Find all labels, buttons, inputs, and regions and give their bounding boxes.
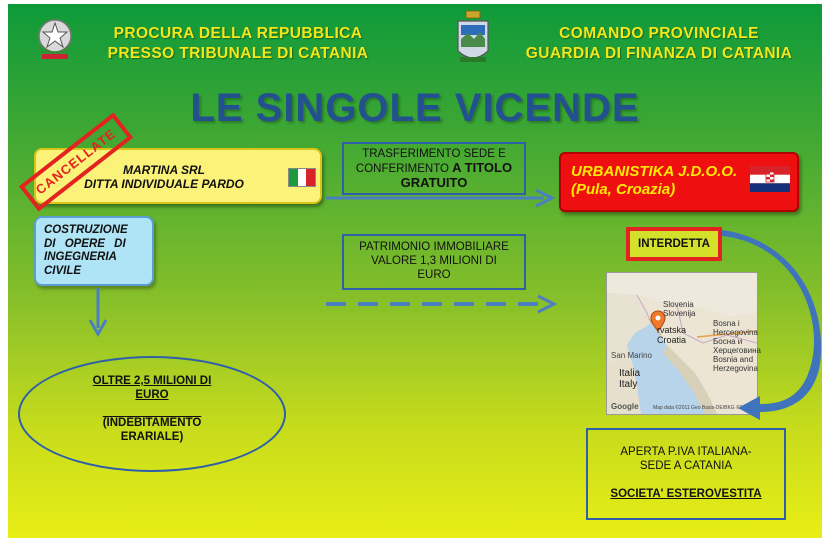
final-line1: APERTA P.IVA ITALIANA- <box>620 446 752 458</box>
map-copyright: Map data ©2011 Geo Basis-DE/BKG ©2009 <box>653 405 751 411</box>
patrimony-line3: EURO <box>417 269 451 281</box>
patrimony-note: PATRIMONIO IMMOBILIARE VALORE 1,3 MILION… <box>342 234 526 290</box>
map-hrvatska: rvatska <box>657 325 687 335</box>
location-pin-icon <box>650 310 666 332</box>
croatian-company-name: URBANISTIKA J.D.O.O. <box>571 163 738 180</box>
map-label-bosnia: Bosna i Hercegovina Босна и Херцеговина … <box>713 319 761 373</box>
map-hercegovina2: Херцеговина <box>713 346 761 355</box>
transfer-line3: GRATUITO <box>400 175 468 190</box>
activity-line3: INGEGNERIA <box>44 251 117 263</box>
transfer-arrowhead <box>535 188 556 208</box>
croatian-company-box: URBANISTIKA J.D.O.O. (Pula, Croazia) <box>559 152 799 212</box>
map-label-croatia: rvatska Croatia <box>657 325 686 345</box>
transfer-note: TRASFERIMENTO SEDE E CONFERIMENTO A TITO… <box>342 142 526 195</box>
map-bosna2: Босна и <box>713 337 743 346</box>
interdetta-label: INTERDETTA <box>626 227 722 261</box>
activity-line1: COSTRUZIONE <box>44 224 128 236</box>
company-name-line1: MARTINA SRL <box>123 163 205 177</box>
final-line2: SEDE A CATANIA <box>639 460 733 472</box>
activity-line4: CIVILE <box>44 264 82 277</box>
guardia-di-finanza-crest-icon <box>457 10 489 62</box>
company-name-line2: DITTA INDIVIDUALE PARDO <box>84 177 244 191</box>
debt-amount: OLTRE 2,5 MILIONI DI EURO <box>20 374 284 402</box>
header-left: PROCURA DELLA REPUBBLICA PRESSO TRIBUNAL… <box>78 24 398 64</box>
debt-line4: ERARIALE) <box>120 431 184 443</box>
map-bosnia: Bosnia and <box>713 355 754 364</box>
down-arrowhead <box>88 319 108 338</box>
debt-line1: OLTRE 2,5 MILIONI DI <box>92 375 212 387</box>
transfer-line2: CONFERIMENTO A TITOLO <box>344 161 524 176</box>
header-right-line1: COMANDO PROVINCIALE <box>559 25 759 42</box>
debt-note: (INDEBITAMENTO ERARIALE) <box>20 416 284 444</box>
transfer-line1: TRASFERIMENTO SEDE E <box>362 148 506 160</box>
transfer-line2-plain: CONFERIMENTO <box>355 163 453 175</box>
map-croatia: Croatia <box>657 335 687 345</box>
patrimony-line2: VALORE 1,3 MILIONI DI <box>371 255 497 267</box>
patrimony-arrowhead <box>537 294 558 314</box>
transfer-line2-bold: A TITOLO <box>452 160 513 175</box>
header-right: COMANDO PROVINCIALE GUARDIA DI FINANZA D… <box>496 24 822 64</box>
croatia-map: Slovenia Slovenija rvatska Croatia Bosna… <box>606 272 761 415</box>
croatian-company-text: URBANISTIKA J.D.O.O. (Pula, Croazia) <box>571 163 741 199</box>
italy-flag-icon <box>288 168 316 187</box>
company-box: MARTINA SRL DITTA INDIVIDUALE PARDO <box>34 148 322 204</box>
google-logo: Google <box>611 402 639 411</box>
croatia-flag-icon <box>750 166 790 192</box>
final-line3: SOCIETA' ESTEROVESTITA <box>610 488 762 500</box>
header-left-line1: PROCURA DELLA REPUBBLICA <box>113 25 363 42</box>
header-right-line2: GUARDIA DI FINANZA DI CATANIA <box>525 45 793 62</box>
company-box-text: MARTINA SRL DITTA INDIVIDUALE PARDO <box>54 163 274 191</box>
map-italy: Italy <box>619 379 638 390</box>
map-hercegovina1: Hercegovina <box>713 328 758 337</box>
slide-title: LE SINGOLE VICENDE <box>190 86 640 130</box>
map-italia: Italia <box>619 368 641 379</box>
croatian-company-location: (Pula, Croazia) <box>571 181 676 198</box>
map-slovenija: Slovenija <box>663 309 696 318</box>
map-bosna1: Bosna i <box>713 319 740 328</box>
map-slovenia: Slovenia <box>663 300 694 309</box>
debt-line3: (INDEBITAMENTO <box>102 417 202 429</box>
foreign-company-box: APERTA P.IVA ITALIANA- SEDE A CATANIA SO… <box>586 428 786 520</box>
activity-box: COSTRUZIONE DI OPERE DI INGEGNERIA CIVIL… <box>34 216 154 286</box>
slide: PROCURA DELLA REPUBBLICA PRESSO TRIBUNAL… <box>8 4 822 538</box>
map-label-slovenia: Slovenia Slovenija <box>663 300 695 318</box>
patrimony-line1: PATRIMONIO IMMOBILIARE <box>359 241 509 253</box>
activity-line2: DI OPERE DI <box>44 237 126 250</box>
italian-republic-emblem-icon <box>38 19 72 59</box>
debt-ellipse: OLTRE 2,5 MILIONI DI EURO (INDEBITAMENTO… <box>18 356 286 472</box>
header-left-line2: PRESSO TRIBUNALE DI CATANIA <box>107 45 369 62</box>
activity-text: COSTRUZIONE DI OPERE DI INGEGNERIA CIVIL… <box>44 224 146 278</box>
map-label-san-marino: San Marino <box>611 351 652 360</box>
debt-line2: EURO <box>135 389 169 401</box>
map-herzegovina: Herzegovina <box>713 364 758 373</box>
map-label-italy: Italia Italy <box>619 368 640 390</box>
